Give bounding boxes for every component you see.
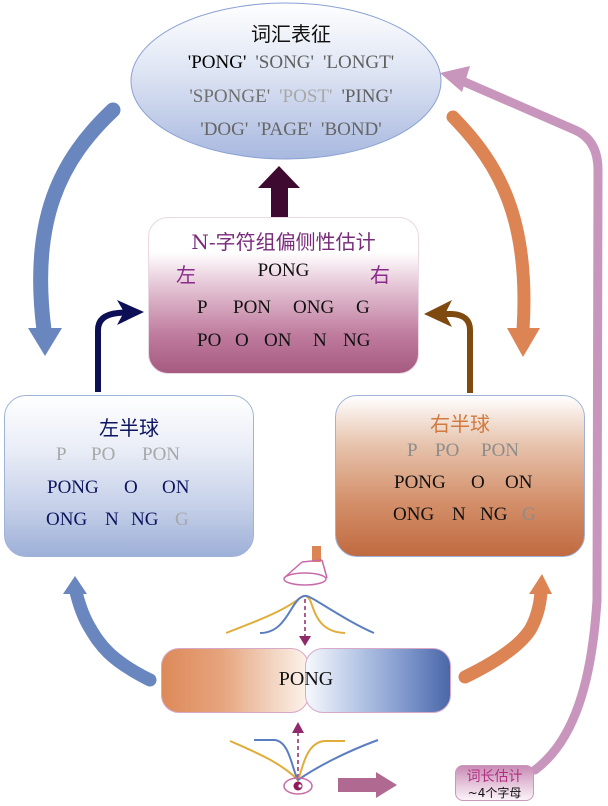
lexical-word: 'POST' [279, 86, 333, 107]
ngram-item: PO [197, 330, 222, 351]
ngram-item: ON [505, 472, 533, 493]
ngram-item: NG [343, 330, 371, 351]
eye-icon [283, 777, 313, 795]
ngram-item: ONG [293, 297, 335, 318]
ngram-item: PO [435, 440, 460, 461]
ngram-left-label: 左 [176, 263, 196, 287]
ngram-item: PON [481, 440, 520, 461]
ngram-item: P [407, 440, 418, 461]
lexical-title: 词汇表征 [251, 22, 331, 46]
ngram-item: N [452, 504, 466, 525]
ngram-item: P [197, 297, 208, 318]
ngram-item: P [56, 444, 67, 465]
ngram-item: O [124, 477, 138, 498]
ngram-item: ONG [46, 509, 88, 530]
ngram-item: PON [233, 297, 272, 318]
ngram-item: G [175, 509, 189, 530]
right-to-ngram-arrow [424, 300, 473, 393]
ngram-item: ONG [393, 504, 435, 525]
lexical-ellipse [130, 2, 442, 160]
ngram-item: NG [480, 504, 508, 525]
ngram-item: PON [142, 444, 181, 465]
lexical-to-left-arrow [28, 102, 121, 356]
length-to-lexical-arrow [440, 66, 603, 775]
lexical-word: 'PING' [341, 86, 393, 107]
lexical-row-2: 'SPONGE' 'POST' 'PING' [130, 86, 452, 108]
ngram-item: ON [264, 330, 292, 351]
ngram-item: PONG [47, 477, 99, 498]
right-hemisphere-box [335, 395, 585, 557]
word-length-box [455, 765, 534, 801]
stimulus-to-right-arrow [458, 574, 552, 684]
left-hemisphere-title: 左半球 [99, 416, 159, 440]
lexical-word: 'PAGE' [257, 119, 313, 140]
lexical-to-right-arrow [446, 110, 540, 357]
lexical-word: 'SPONGE' [189, 86, 271, 107]
ngram-item: O [471, 472, 485, 493]
ngram-item: PO [91, 444, 116, 465]
ngram-item: N [313, 330, 327, 351]
lexical-word: 'SONG' [255, 52, 314, 73]
ngram-item: N [105, 509, 119, 530]
left-to-ngram-arrow [95, 300, 144, 392]
left-hemisphere-box [4, 395, 254, 557]
stimulus-left-field [161, 648, 309, 713]
stimulus-right-field [305, 648, 451, 713]
lower-tuning-curves [229, 722, 379, 782]
ngram-word: PONG [257, 260, 310, 281]
projector-icon [283, 546, 328, 586]
word-length-value: ~4个字母 [467, 786, 522, 800]
ngram-item: NG [131, 509, 159, 530]
lexical-row-3: 'DOG' 'PAGE' 'BOND' [130, 119, 452, 141]
ngram-right-label: 右 [370, 263, 390, 287]
ngram-item: G [356, 297, 370, 318]
stimulus-word: PONG [278, 668, 334, 690]
eye-to-length-arrow [338, 772, 397, 798]
right-hemisphere-title: 右半球 [430, 412, 490, 436]
ngram-item: G [522, 504, 536, 525]
ngram-item: ON [162, 477, 190, 498]
lexical-word: 'BOND' [321, 119, 382, 140]
ngram-title: N-字符组偏侧性估计 [191, 230, 376, 254]
upper-tuning-curves [225, 594, 375, 646]
lexical-word: 'LONGT' [322, 52, 395, 73]
lexical-row-1: 'PONG' 'SONG' 'LONGT' [130, 52, 452, 74]
lexical-word: 'PONG' [187, 52, 247, 73]
ngram-item: PONG [394, 472, 446, 493]
stimulus-to-left-arrow [63, 576, 157, 687]
ngram-item: O [235, 330, 249, 351]
lexical-word: 'DOG' [200, 119, 249, 140]
word-length-title: 词长估计 [466, 769, 523, 785]
ngram-laterality-box [148, 217, 419, 374]
ngram-to-lexical-arrow [258, 166, 300, 217]
